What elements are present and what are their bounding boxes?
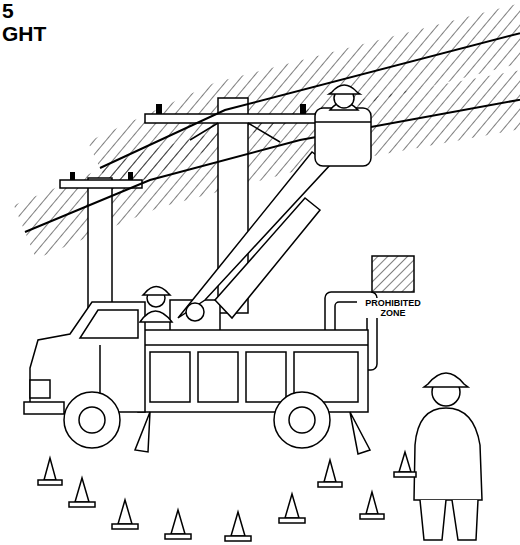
- bucket-truck: [24, 108, 377, 454]
- drawing-part: [399, 452, 411, 472]
- drawing-part: [143, 287, 170, 296]
- drawing-part: [118, 500, 132, 524]
- drawing-part: [138, 330, 368, 412]
- drawing-part: [190, 123, 280, 142]
- drawing-part: [171, 510, 185, 534]
- operator-worker: [140, 287, 172, 323]
- drawing-part: [24, 402, 64, 414]
- drawing-part: [289, 407, 315, 433]
- drawing-part: [246, 352, 286, 402]
- drawing-part: [100, 28, 520, 168]
- drawing-part: [178, 152, 330, 318]
- bucket-worker: [329, 85, 360, 110]
- drawing-part: [135, 412, 150, 452]
- drawing-part: [424, 373, 468, 387]
- drawing-part: [38, 480, 62, 485]
- drawing-part: [30, 380, 50, 398]
- drawing-part: [315, 108, 371, 166]
- drawing-part: [394, 472, 416, 477]
- drawing-part: [156, 104, 162, 114]
- drawing-part: [79, 407, 105, 433]
- drawing-part: [112, 524, 138, 529]
- drawing-part: [140, 311, 172, 322]
- drawing-part: [138, 344, 368, 346]
- drawing-part: [366, 492, 378, 514]
- drawing-part: [274, 392, 330, 448]
- drawing-part: [231, 512, 245, 536]
- heading-fragment: 5: [2, 0, 14, 22]
- traffic-cone: [38, 452, 416, 541]
- legend-swatch: [372, 256, 414, 292]
- drawing-part: [279, 518, 305, 523]
- insulator: [70, 104, 306, 180]
- drawing-part: [186, 303, 204, 321]
- drawing-part: [80, 310, 138, 338]
- drawing-part: [360, 514, 384, 519]
- drawing-part: [69, 502, 95, 507]
- drawing-part: [225, 536, 251, 541]
- drawing-part: [414, 408, 482, 500]
- drawing-part: [75, 478, 89, 502]
- drawing-part: [318, 482, 342, 487]
- drawing-part: [150, 352, 190, 402]
- drawing-part: [215, 198, 320, 318]
- drawing-part: [165, 534, 191, 539]
- legend-text: PROHIBITED ZONE: [357, 298, 429, 318]
- drawing-part: [329, 85, 360, 94]
- drawing-part: [300, 104, 306, 114]
- drawing-part: [198, 352, 238, 402]
- drawing-part: [44, 458, 56, 480]
- drawing-part: [324, 460, 336, 482]
- drawing-part: [285, 494, 299, 518]
- drawing-part: [145, 114, 330, 123]
- drawing-part: [70, 172, 75, 180]
- drawing-part: [420, 500, 478, 540]
- drawing-part: [350, 412, 370, 454]
- drawing-part: [128, 172, 133, 180]
- ground-worker: [414, 373, 482, 540]
- drawing-part: [315, 121, 371, 123]
- drawing-part: [64, 392, 120, 448]
- drawing-part: [60, 180, 142, 188]
- heading-fragment: GHT: [2, 23, 46, 45]
